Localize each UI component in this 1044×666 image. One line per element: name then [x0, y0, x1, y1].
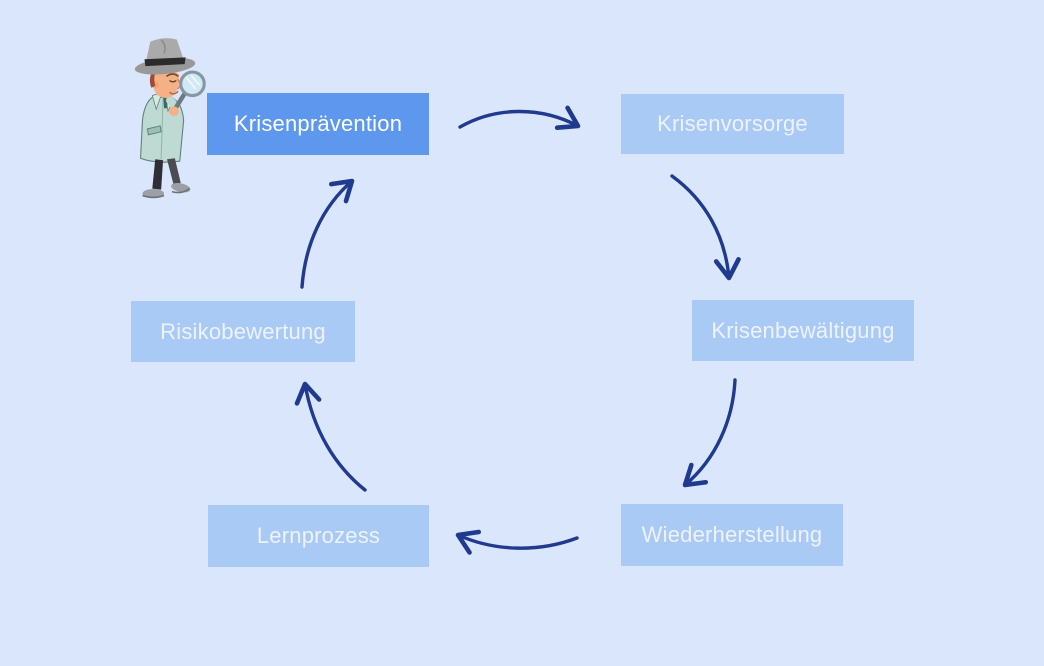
node-lernprozess[interactable]: Lernprozess — [208, 505, 429, 567]
arrow-praevention-to-vorsorge — [458, 105, 581, 131]
node-krisenpraevention[interactable]: Krisenprävention — [207, 93, 429, 155]
arrow-bewaeltigung-to-wiederherstellung — [682, 378, 737, 488]
magnifier-handle — [172, 91, 187, 112]
arrow-risikobewertung-to-praevention — [300, 178, 355, 289]
node-krisenvorsorge[interactable]: Krisenvorsorge — [621, 94, 844, 154]
arrow-vorsorge-to-bewaeltigung — [670, 174, 741, 281]
detective-illustration — [134, 38, 206, 199]
arrow-wiederherstellung-to-lernprozess — [455, 529, 579, 555]
node-krisenbewaeltigung[interactable]: Krisenbewältigung — [692, 300, 914, 361]
arrow-lernprozess-to-risikobewertung — [294, 381, 367, 492]
node-wiederherstellung[interactable]: Wiederherstellung — [621, 504, 843, 566]
magnifier-lens — [179, 70, 206, 98]
node-risikobewertung[interactable]: Risikobewertung — [131, 301, 355, 362]
